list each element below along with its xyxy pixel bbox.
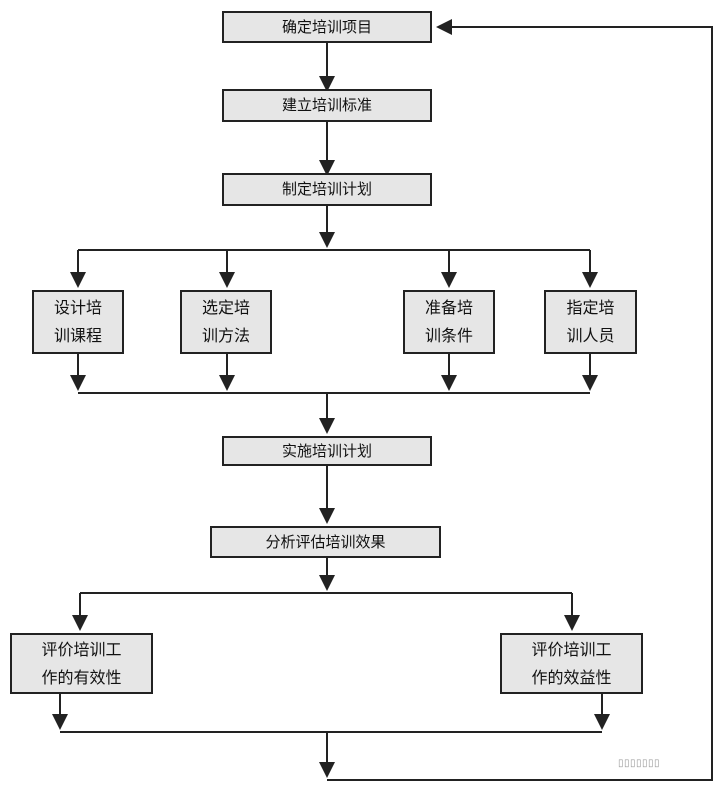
step-assign-staff-label: 指定培 训人员: [566, 298, 615, 345]
step-make-plan: 制定培训计划: [222, 173, 432, 206]
step-set-standard: 建立培训标准: [222, 89, 432, 122]
step-evaluate-effectiveness-label: 评价培训工 作的有效性: [41, 639, 122, 687]
step-analyze-effect-label: 分析评估培训效果: [265, 532, 386, 551]
step-set-standard-label: 建立培训标准: [281, 96, 372, 114]
step-evaluate-effectiveness: 评价培训工 作的有效性: [10, 633, 153, 694]
step-assign-staff: 指定培 训人员: [544, 290, 637, 354]
feedback-loop-line: [327, 19, 713, 781]
step-confirm-project: 确定培训项目: [222, 11, 432, 43]
step-select-method-label: 选定培 训方法: [201, 298, 250, 345]
step-select-method: 选定培 训方法: [180, 290, 272, 354]
step-prepare-conditions: 准备培 训条件: [403, 290, 495, 354]
step-analyze-effect: 分析评估培训效果: [210, 526, 441, 558]
step-confirm-project-label: 确定培训项目: [281, 17, 372, 36]
step-design-course-label: 设计培 训课程: [53, 298, 102, 345]
step-make-plan-label: 制定培训计划: [281, 180, 372, 198]
step-prepare-conditions-label: 准备培 训条件: [424, 298, 473, 345]
step-implement-plan: 实施培训计划: [222, 436, 432, 466]
step-evaluate-benefit-label: 评价培训工 作的效益性: [531, 639, 612, 687]
watermark: ▯▯▯▯▯▯▯: [618, 758, 661, 769]
step-design-course: 设计培 训课程: [32, 290, 124, 354]
step-evaluate-benefit: 评价培训工 作的效益性: [500, 633, 643, 694]
step-implement-plan-label: 实施培训计划: [281, 441, 372, 460]
